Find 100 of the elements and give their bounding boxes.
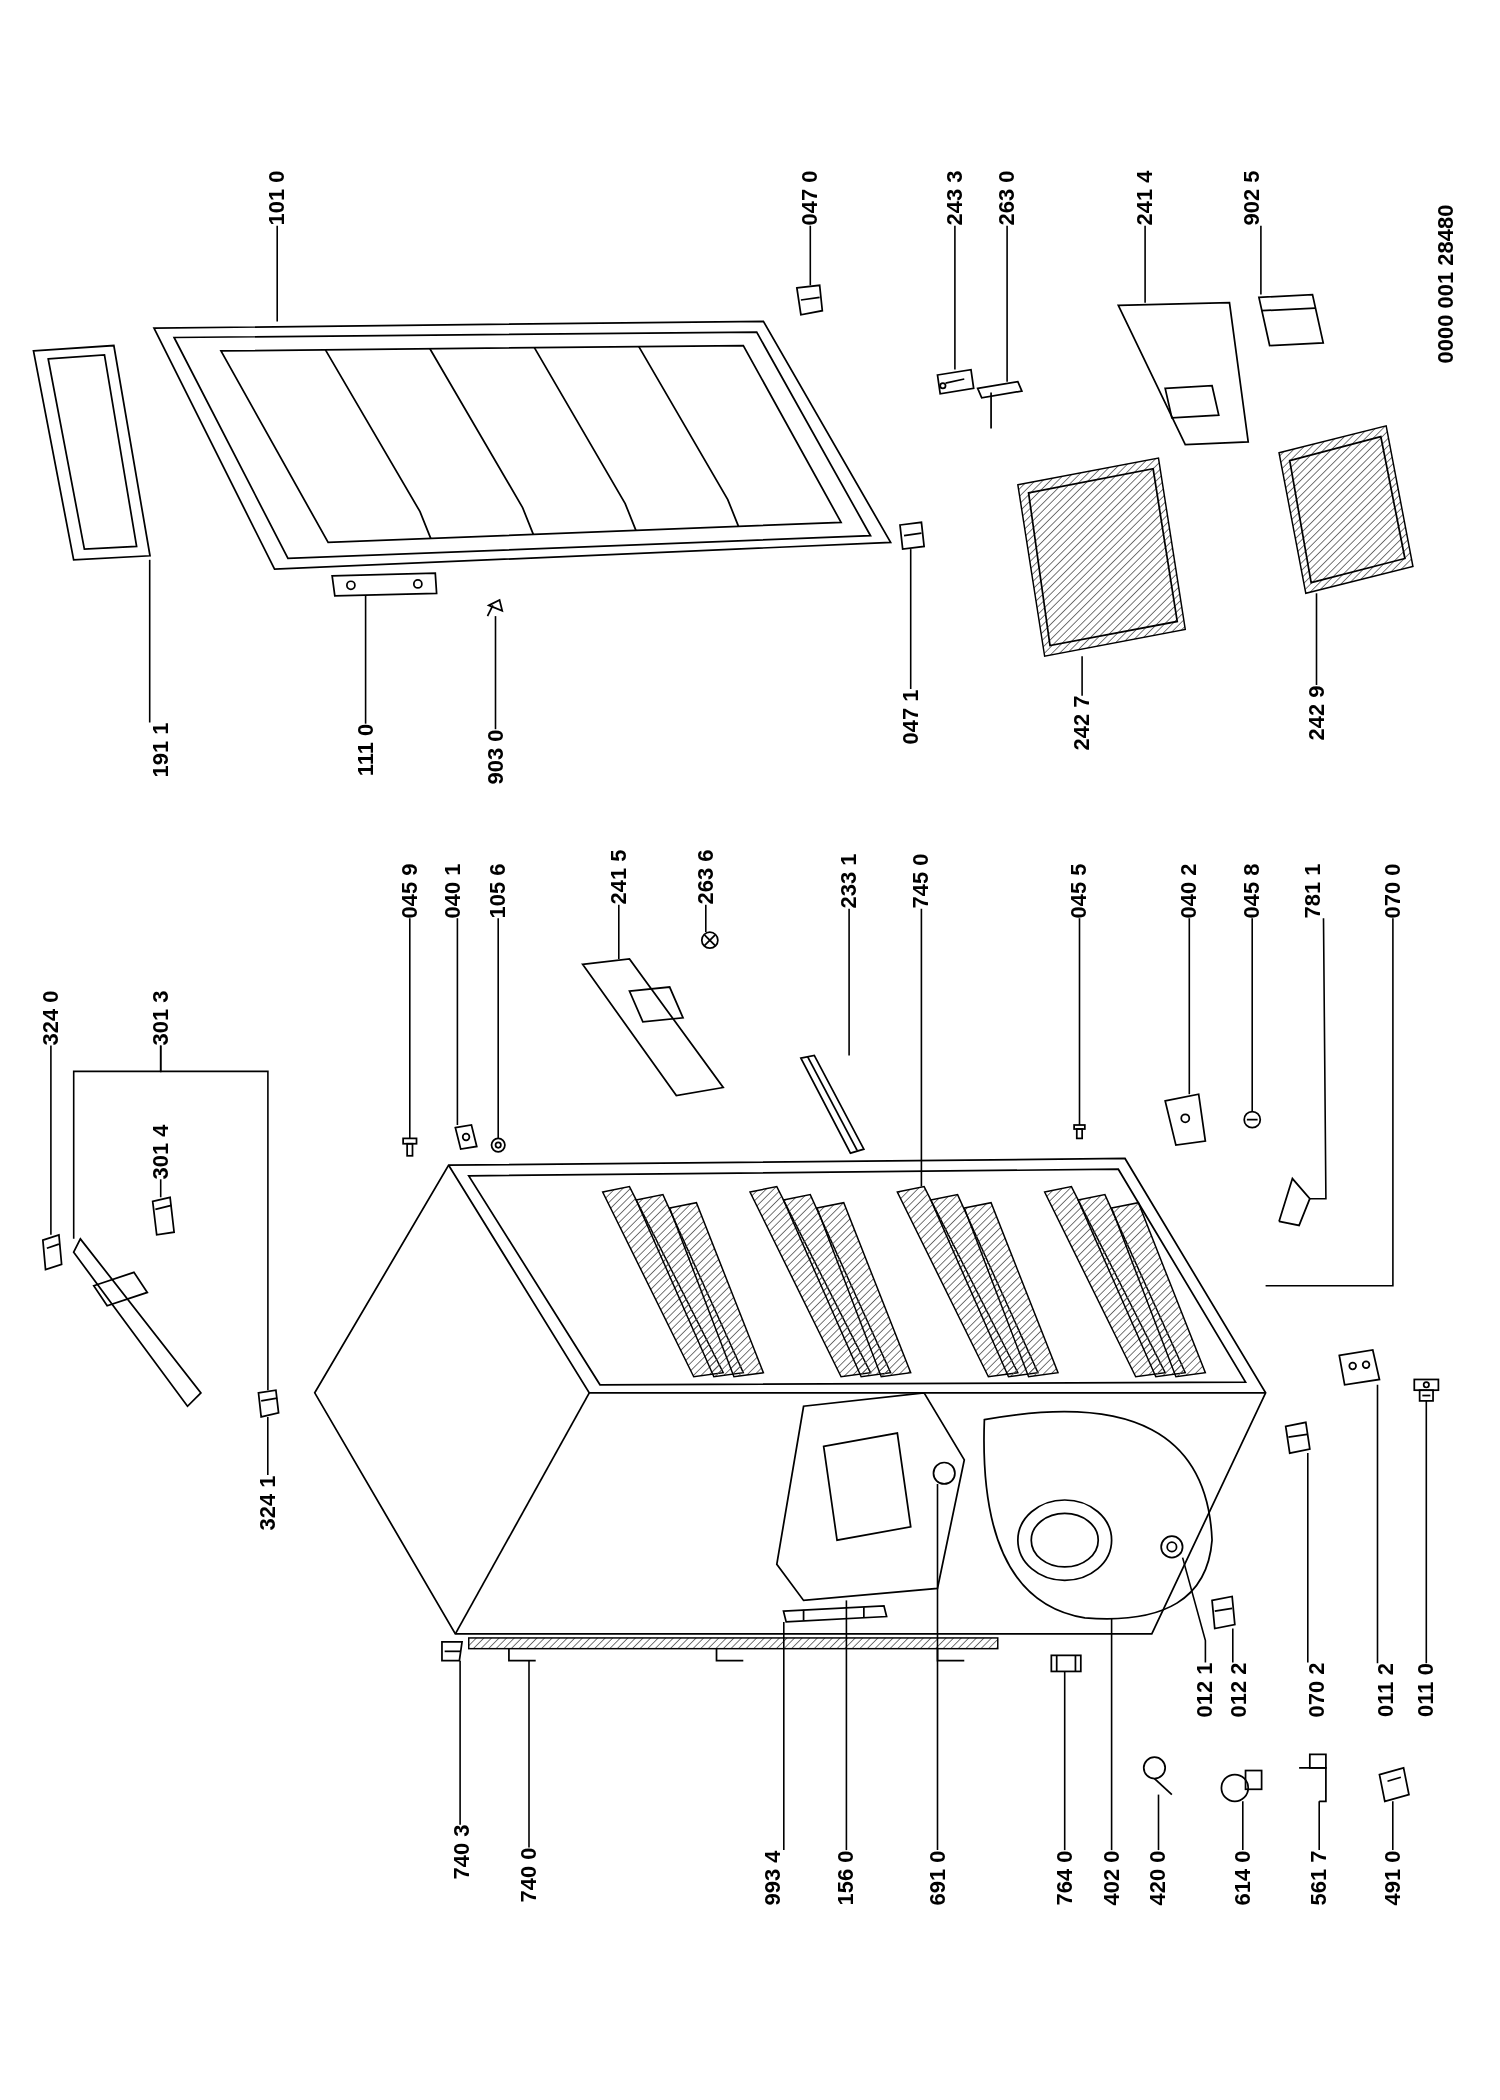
- compressor-drawing: [983, 1410, 1213, 1620]
- leader-line: [920, 908, 923, 1188]
- knob-drawing: [932, 1461, 956, 1485]
- leader-line: [705, 904, 707, 933]
- rod-drawing: [976, 380, 1024, 430]
- leader-line: [1376, 1384, 1379, 1665]
- door-drawing: [152, 320, 893, 571]
- leader-line: [1063, 1670, 1066, 1851]
- callout-number: 242 7: [1071, 695, 1094, 751]
- callout-number: 740 3: [451, 1824, 474, 1880]
- callout-number: 047 0: [799, 170, 822, 226]
- leader-line: [409, 917, 411, 1140]
- leader-line: [848, 908, 850, 1057]
- callout-number: 324 0: [39, 990, 62, 1046]
- leader-line: [1307, 1452, 1309, 1664]
- leader-line: [148, 559, 151, 724]
- callout-number: 745 0: [910, 853, 933, 909]
- leader-line: [1188, 917, 1191, 1095]
- callout-number: 740 0: [518, 1847, 540, 1903]
- hinge-drawing: [454, 1124, 478, 1151]
- vent-grille-drawing: [72, 1237, 203, 1408]
- leader-line: [50, 1044, 52, 1236]
- leader-line: [1006, 224, 1008, 383]
- bracket-drawing: [1338, 1349, 1381, 1386]
- callout-number: 263 0: [996, 170, 1019, 226]
- callout-number: 263 6: [694, 849, 717, 905]
- cable-drawing: [1277, 1176, 1311, 1227]
- callout-number: 420 0: [1147, 1850, 1170, 1906]
- callout-number: 301 3: [149, 990, 172, 1046]
- callout-number: 242 9: [1305, 684, 1328, 741]
- bar-drawing: [799, 1054, 866, 1155]
- leader-line: [954, 224, 956, 371]
- cap-drawing: [490, 1137, 506, 1153]
- leader-line: [364, 595, 367, 725]
- callout-number: 105 6: [487, 863, 510, 919]
- callout-number: 903 0: [484, 729, 507, 785]
- door-stop-drawing: [795, 284, 824, 316]
- cover-drawing: [151, 1196, 176, 1236]
- shelf-drawing: [581, 958, 725, 1097]
- callout-number: 011 0: [1415, 1663, 1438, 1718]
- flap-drawing: [1116, 301, 1250, 446]
- callout-number: 902 5: [1241, 170, 1264, 226]
- leader-line: [497, 917, 499, 1140]
- fitting-drawing: [700, 931, 719, 950]
- cover-strip-drawing: [782, 1604, 888, 1623]
- connector-drawing: [1378, 1766, 1410, 1803]
- leader-line: [528, 1659, 530, 1849]
- hinge-drawing: [331, 572, 438, 597]
- door-rail-drawing: [468, 1637, 999, 1662]
- leader-line: [1144, 224, 1146, 304]
- leader-line: [494, 615, 497, 730]
- leader-line: [159, 1044, 269, 1391]
- leader-line: [456, 917, 459, 1126]
- leader-line: [1242, 1800, 1244, 1851]
- leader-line: [809, 224, 812, 287]
- callout-number: 233 1: [838, 853, 861, 909]
- callout-number: 324 1: [256, 1475, 279, 1531]
- door-stop-drawing: [899, 521, 926, 551]
- leader-line: [1181, 1556, 1207, 1664]
- callout-number: 012 2: [1227, 1662, 1250, 1718]
- thermostat-drawing: [1142, 1756, 1173, 1796]
- callout-number: 040 2: [1178, 863, 1201, 919]
- callout-number: 243 3: [943, 170, 966, 226]
- callout-number: 614 0: [1231, 1850, 1254, 1906]
- leader-line: [276, 224, 278, 323]
- basket-drawing: [1017, 457, 1187, 658]
- callout-number: 993 4: [761, 1850, 784, 1906]
- callout-number: 040 1: [441, 863, 464, 919]
- door-gasket-drawing: [32, 344, 152, 561]
- leader-line: [909, 548, 912, 690]
- grommet-drawing: [1160, 1535, 1184, 1559]
- leader-line: [267, 1416, 269, 1476]
- freezer-cabinet-drawing: [313, 1157, 1267, 1635]
- leader-line: [618, 904, 620, 960]
- handle-drawing: [936, 368, 975, 395]
- callout-number: 241 4: [1134, 170, 1157, 226]
- basket-drawing: [1278, 425, 1414, 595]
- rail-end-drawing: [441, 1641, 464, 1662]
- leader-line: [1315, 592, 1318, 686]
- foot-drawing: [1413, 1378, 1440, 1402]
- relay-drawing: [1211, 1595, 1236, 1630]
- pin-drawing: [1073, 1124, 1086, 1140]
- callout-number: 301 4: [149, 1124, 172, 1180]
- leader-line: [1260, 224, 1262, 296]
- leader-line: [1081, 655, 1083, 697]
- leader-line: [1318, 1800, 1320, 1851]
- callout-number: 101 0: [266, 170, 289, 226]
- flap-drawing: [1257, 293, 1325, 347]
- screw-drawing: [402, 1137, 418, 1157]
- callout-number: 070 2: [1305, 1662, 1328, 1718]
- callout-number: 111 0: [354, 723, 377, 777]
- callout-number: 047 1: [899, 689, 922, 745]
- leader-line: [1232, 1627, 1234, 1664]
- leader-line: [1392, 1800, 1394, 1851]
- shelves-drawing: [601, 1185, 1207, 1378]
- leader-line: [845, 1599, 848, 1851]
- leader-line: [1157, 1793, 1160, 1851]
- leader-line: [459, 1659, 461, 1826]
- callout-number: 070 0: [1381, 863, 1404, 919]
- capacitor-drawing: [1050, 1654, 1082, 1673]
